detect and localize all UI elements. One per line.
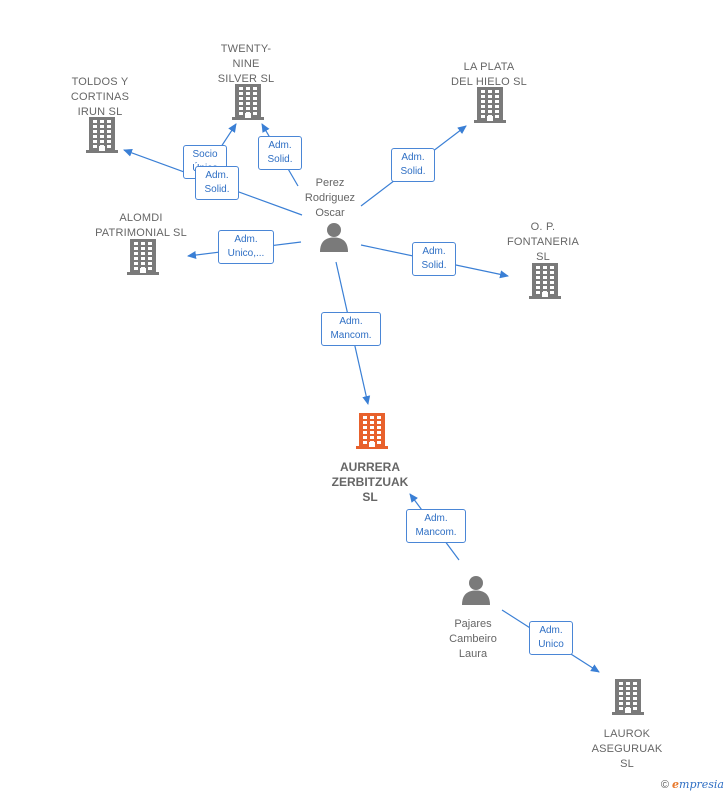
building-icon[interactable] bbox=[127, 239, 159, 280]
node-label-alomdi[interactable]: ALOMDI PATRIMONIAL SL bbox=[95, 212, 187, 239]
edge-label[interactable]: Adm. Solid. bbox=[412, 242, 456, 276]
building-icon[interactable] bbox=[86, 117, 118, 158]
node-label-op[interactable]: O. P. FONTANERIA SL bbox=[506, 221, 580, 263]
building-icon[interactable] bbox=[474, 87, 506, 128]
building-icon[interactable] bbox=[612, 679, 644, 720]
node-label-pajares[interactable]: Pajares Cambeiro Laura bbox=[449, 618, 497, 660]
node-label-perez[interactable]: Perez Rodriguez Oscar bbox=[304, 177, 356, 219]
node-label-twenty[interactable]: TWENTY- NINE SILVER SL bbox=[217, 43, 275, 85]
node-label-laplata[interactable]: LA PLATA DEL HIELO SL bbox=[451, 61, 527, 88]
building-icon[interactable] bbox=[529, 263, 561, 304]
edge-label[interactable]: Adm. Unico bbox=[529, 621, 573, 655]
person-icon[interactable] bbox=[461, 575, 491, 610]
node-label-laurok[interactable]: LAUROK ASEGURUAK SL bbox=[591, 728, 663, 770]
edge-label[interactable]: Adm. Solid. bbox=[195, 166, 239, 200]
edge-label[interactable]: Adm. Unico,... bbox=[218, 230, 274, 264]
edge-label[interactable]: Adm. Mancom. bbox=[406, 509, 466, 543]
person-icon[interactable] bbox=[319, 222, 349, 257]
node-label-toldos[interactable]: TOLDOS Y CORTINAS IRUN SL bbox=[70, 76, 130, 118]
copyright-symbol: © bbox=[660, 779, 669, 791]
edge-label[interactable]: Adm. Solid. bbox=[391, 148, 435, 182]
building-icon[interactable] bbox=[356, 413, 388, 454]
edge-label[interactable]: Adm. Solid. bbox=[258, 136, 302, 170]
brand-logo[interactable]: empresia bbox=[672, 778, 724, 791]
building-icon[interactable] bbox=[232, 84, 264, 125]
footer-credit: © empresia bbox=[661, 778, 724, 791]
node-label-aurrera[interactable]: AURRERA ZERBITZUAK SL bbox=[331, 460, 409, 504]
edge-label[interactable]: Adm. Mancom. bbox=[321, 312, 381, 346]
